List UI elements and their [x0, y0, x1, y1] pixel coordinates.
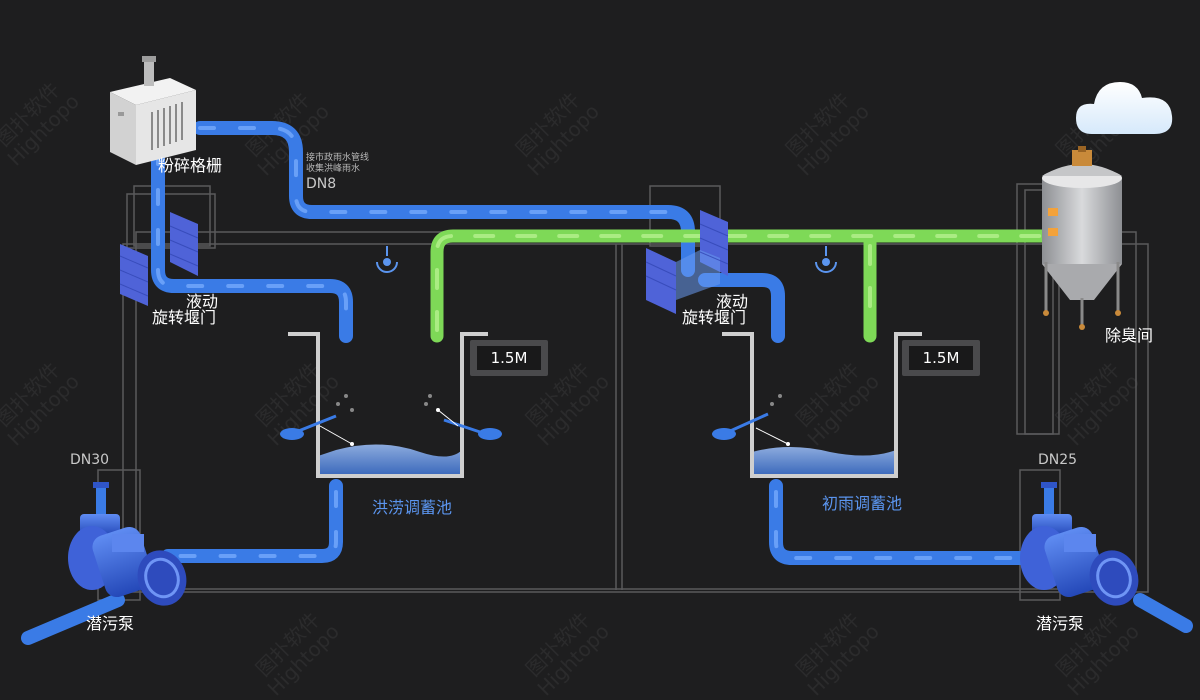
gate-right-label-line2: 旋转堰门	[682, 308, 747, 327]
gate-right-label-line1: 液动	[716, 292, 749, 311]
level-display-right: 1.5M	[902, 340, 980, 376]
sluice-gate-icon	[119, 212, 199, 306]
level-display-left: 1.5M	[470, 340, 548, 376]
storage-tank-right	[722, 332, 922, 478]
pipe-note-line2: 收集洪峰雨水	[306, 164, 361, 174]
odor-room-label: 除臭间	[1105, 326, 1154, 345]
gate-left-label-line1: 液动	[186, 292, 219, 311]
aerator-icon	[712, 394, 790, 446]
pump-right-label: 潜污泵	[1036, 614, 1085, 633]
dn25-label: DN25	[1038, 452, 1078, 468]
sluice-gate-icon	[645, 210, 729, 314]
level-value: 1.5M	[477, 346, 541, 370]
aerator-icon	[424, 394, 502, 440]
dn30-label: DN30	[70, 452, 110, 468]
shredder-grille-icon	[110, 56, 196, 165]
tank-left-label: 洪涝调蓄池	[372, 498, 453, 517]
pipe-dn8-label: DN8	[306, 176, 337, 192]
ultrasonic-sensor-icon	[376, 246, 398, 273]
submersible-pump-icon	[1020, 482, 1139, 606]
pump-left-label: 潜污泵	[86, 614, 135, 633]
screen-label: 粉碎格栅	[158, 156, 223, 175]
level-value: 1.5M	[909, 346, 973, 370]
odor-tower-icon	[1042, 146, 1122, 330]
storage-tank-left	[288, 332, 488, 478]
floor-outline	[97, 183, 1149, 601]
ultrasonic-sensor-icon	[815, 246, 837, 273]
pipe-note-line1: 接市政雨水管线	[306, 153, 370, 163]
water-pipe-network	[21, 121, 1193, 645]
submersible-pump-icon	[68, 482, 187, 606]
gate-left-label-line2: 旋转堰门	[152, 308, 217, 327]
aerator-icon	[280, 394, 354, 446]
tank-right-label: 初雨调蓄池	[822, 494, 903, 513]
cloud-icon	[1076, 82, 1173, 134]
